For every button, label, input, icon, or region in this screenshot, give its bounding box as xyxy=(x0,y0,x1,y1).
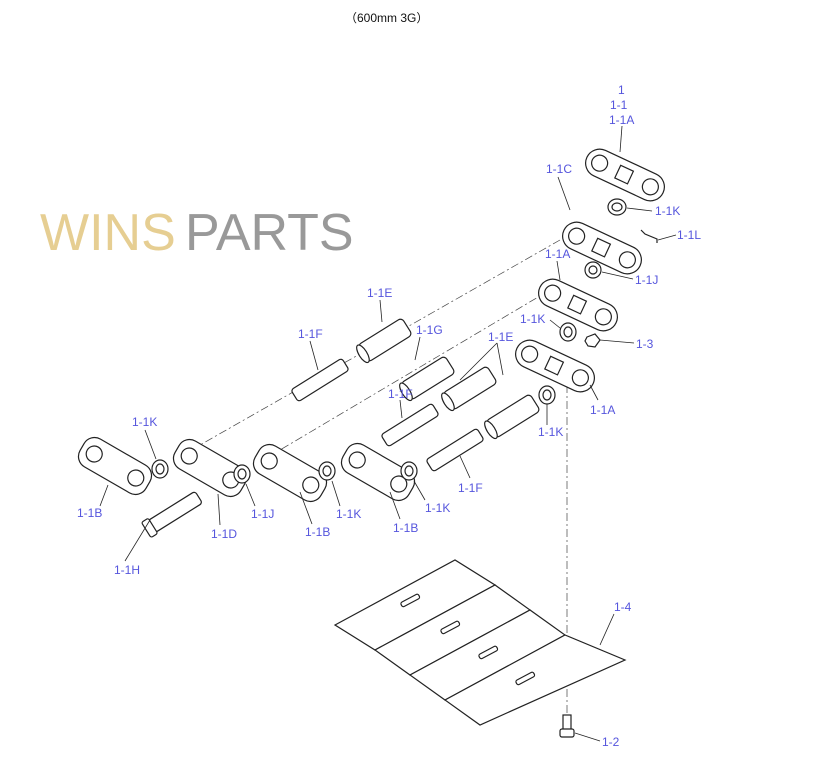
label-1-2: 1-2 xyxy=(602,735,620,749)
label-1-1a: 1-1A xyxy=(545,247,570,261)
label-1-1k: 1-1K xyxy=(538,425,563,439)
label-1-1e: 1-1E xyxy=(367,286,392,300)
label-1-1h: 1-1H xyxy=(114,563,140,577)
watermark-parts: PARTS xyxy=(185,204,354,262)
label-1-1a: 1-1A xyxy=(590,403,615,417)
nut xyxy=(584,333,601,348)
link-plate xyxy=(77,436,153,496)
label-1: 1 xyxy=(618,83,625,97)
label-1-1: 1-1 xyxy=(610,98,628,112)
link-plate xyxy=(340,442,416,502)
watermark-wins: WINS xyxy=(40,204,176,262)
link-plate xyxy=(515,339,595,393)
pins-bushings xyxy=(141,318,540,538)
seal-rings xyxy=(151,198,627,484)
leader-lines xyxy=(99,125,677,742)
link-plate xyxy=(252,443,328,503)
diagram-title: （600mm 3G） xyxy=(345,11,428,25)
link-plate xyxy=(538,278,618,332)
label-1-1k: 1-1K xyxy=(336,507,361,521)
label-1-1b: 1-1B xyxy=(393,521,418,535)
part-labels: 1 1-1 1-1A 1-1C 1-1K 1-1L 1-1A 1-1J 1-1E… xyxy=(77,83,701,749)
label-1-1j: 1-1J xyxy=(251,507,274,521)
label-1-1e: 1-1E xyxy=(488,330,513,344)
label-1-1k: 1-1K xyxy=(132,415,157,429)
label-1-1f: 1-1F xyxy=(388,387,413,401)
label-1-1b: 1-1B xyxy=(77,506,102,520)
label-1-1k: 1-1K xyxy=(655,204,680,218)
label-1-1k: 1-1K xyxy=(520,312,545,326)
label-1-1j: 1-1J xyxy=(635,273,658,287)
watermark: WINS PARTS xyxy=(40,204,354,262)
label-1-1f: 1-1F xyxy=(298,327,323,341)
link-plate xyxy=(585,148,665,202)
label-1-1k: 1-1K xyxy=(425,501,450,515)
label-1-1f: 1-1F xyxy=(458,481,483,495)
label-1-1b: 1-1B xyxy=(305,525,330,539)
link-plate xyxy=(562,221,642,275)
bolt xyxy=(559,714,575,738)
label-1-1g: 1-1G xyxy=(416,323,443,337)
label-1-1d: 1-1D xyxy=(211,527,237,541)
label-1-1c: 1-1C xyxy=(546,162,572,176)
clip xyxy=(640,229,658,243)
label-1-1a: 1-1A xyxy=(609,113,634,127)
label-1-4: 1-4 xyxy=(614,600,632,614)
track-shoes xyxy=(333,559,627,726)
label-1-3: 1-3 xyxy=(636,337,654,351)
label-1-1l: 1-1L xyxy=(677,228,701,242)
